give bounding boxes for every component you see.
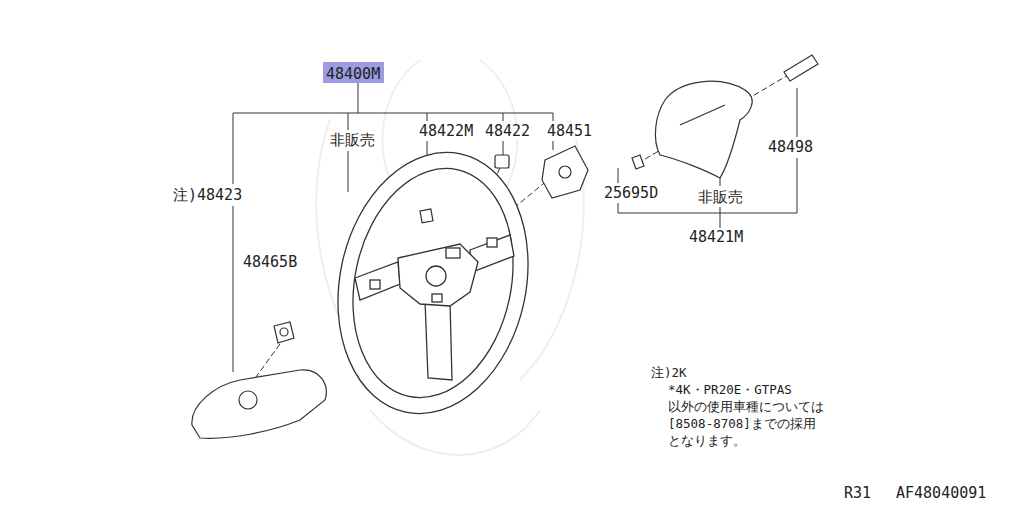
callout-number: 非販売 [697, 190, 744, 205]
base-hole [239, 391, 257, 409]
cover-slot [680, 105, 725, 125]
steering-wheel [315, 135, 552, 432]
horn-pad-cover [655, 81, 752, 178]
part-number: 48400M [326, 67, 380, 82]
small-parts [192, 55, 818, 438]
clip-part [420, 209, 433, 223]
callout-number: R31 [843, 486, 872, 501]
callout-number: 48422 [484, 124, 531, 139]
screw-part [632, 155, 644, 169]
callout-number: 48421M [688, 230, 744, 245]
callout-number: 注)48423 [172, 188, 243, 203]
wheel-rim-inner [333, 153, 534, 412]
note-text: [8508-8708]までの採用 [667, 418, 817, 431]
plate-part [542, 146, 588, 198]
leader-line [233, 82, 553, 113]
ornament-detail [280, 328, 288, 336]
note-text: となります。 [667, 435, 747, 448]
note-text: *4K・PR20E・GTPAS [667, 384, 793, 397]
callout-number: 48451 [546, 124, 593, 139]
wheel-spoke [355, 262, 400, 300]
watermark-shape [370, 410, 540, 455]
spoke-slot [370, 280, 380, 289]
callout-number: 25695D [603, 186, 659, 201]
ornament-part [274, 322, 294, 343]
hub-tab [446, 248, 460, 258]
wheel-hub [398, 244, 478, 306]
note-text: 注)2K [650, 367, 688, 380]
part-number-box: 48400M [323, 62, 384, 83]
leader-line [233, 113, 234, 372]
bushing-part [495, 155, 509, 168]
callout-number: 48498 [767, 140, 814, 155]
plate-hole [559, 166, 571, 178]
horn-pad-base [192, 370, 326, 438]
emblem-part [784, 55, 818, 81]
callout-number: 48465B [242, 255, 298, 270]
note-text: 以外の使用車種については [667, 401, 825, 414]
callout-number: 非販売 [329, 133, 376, 148]
callout-number: AF48040091 [895, 486, 987, 501]
hub-tab [432, 294, 442, 302]
hub-hole [426, 266, 446, 286]
spoke-slot [487, 238, 497, 247]
callout-number: 48422M [418, 124, 474, 139]
wheel-spoke [425, 300, 452, 380]
leader-line [348, 113, 349, 192]
wheel-rim [315, 135, 552, 432]
